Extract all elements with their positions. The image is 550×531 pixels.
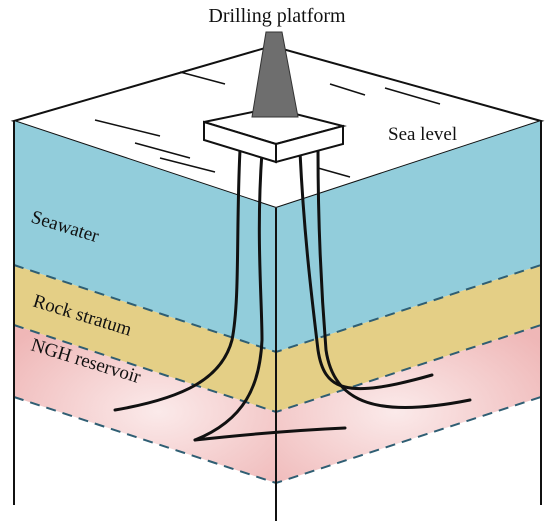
- drill-pipes: [113, 148, 472, 442]
- rock-stratum-layer-right: [276, 265, 541, 412]
- derrick: [251, 31, 299, 118]
- ripple: [317, 167, 351, 178]
- ripple: [159, 157, 216, 173]
- ripple: [329, 83, 366, 96]
- ngh-reservoir-layer-right: [276, 325, 541, 483]
- water-ripples: [94, 71, 441, 178]
- ripple: [384, 87, 441, 105]
- drill-pipe-right: [316, 148, 472, 410]
- platform-front-right: [275, 124, 344, 164]
- seawater-layer-right: [276, 121, 541, 352]
- drill-pipe-left: [113, 148, 242, 412]
- box-edges: [13, 121, 542, 521]
- drill-pipe-left-branch: [193, 150, 264, 442]
- drill-pipe-bottom: [193, 426, 347, 442]
- ripple: [179, 71, 226, 85]
- platform-slab: [203, 106, 347, 164]
- drill-pipe-right-branch: [298, 150, 434, 391]
- label-sea-level: Sea level: [388, 124, 457, 145]
- label-drilling-platform: Drilling platform: [208, 5, 346, 27]
- ripple: [134, 142, 191, 159]
- ripple: [94, 119, 161, 137]
- seawater-layer-left: [14, 121, 276, 352]
